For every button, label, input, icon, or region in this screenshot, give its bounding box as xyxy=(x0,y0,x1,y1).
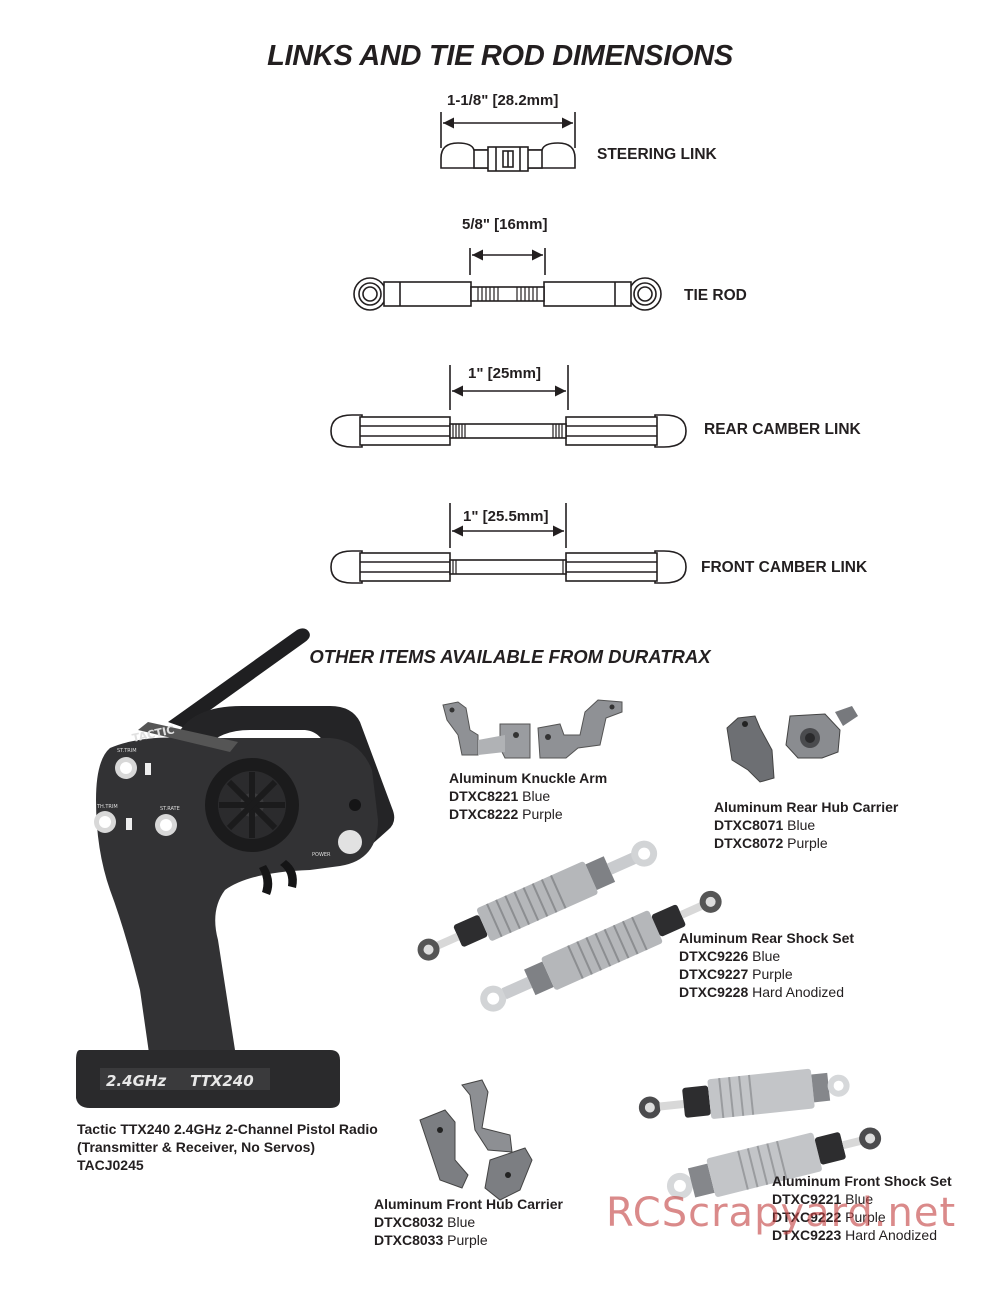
knuckle-arm-image xyxy=(442,699,623,759)
product-variant: DTXC9227 Purple xyxy=(679,966,793,982)
product-variant: DTXC9223 Hard Anodized xyxy=(772,1227,937,1243)
front-camber-link-drawing xyxy=(330,503,687,584)
svg-text:TH.TRIM: TH.TRIM xyxy=(96,804,118,810)
rear-camber-link-dimension: 1" [25mm] xyxy=(468,365,541,382)
page-title: LINKS AND TIE ROD DIMENSIONS xyxy=(267,40,733,72)
svg-text:POWER: POWER xyxy=(312,852,331,858)
front-hub-carrier-image xyxy=(419,1079,533,1201)
product-variant: DTXC8222 Purple xyxy=(449,806,563,822)
rear-shock-set-image xyxy=(417,840,722,1012)
watermark: RCScrapyard.net xyxy=(606,1190,957,1236)
radio-detail: (Transmitter & Receiver, No Servos) xyxy=(77,1139,316,1155)
rear-camber-link-label: REAR CAMBER LINK xyxy=(704,421,861,438)
product-variant: DTXC9228 Hard Anodized xyxy=(679,984,844,1000)
rear-hub-carrier-caption: Aluminum Rear Hub Carrier DTXC8071 Blue … xyxy=(714,798,898,852)
product-name: Aluminum Front Hub Carrier xyxy=(374,1196,564,1212)
section-subtitle: OTHER ITEMS AVAILABLE FROM DURATRAX xyxy=(309,646,711,667)
product-variant: DTXC8033 Purple xyxy=(374,1232,488,1248)
radio-transmitter-image: 2.4GHz TTX240 TACTIC ST.TRIM TH.TRIM ST.… xyxy=(76,628,395,1108)
radio-name: Tactic TTX240 2.4GHz 2-Channel Pistol Ra… xyxy=(77,1121,378,1137)
product-variant: DTXC8072 Purple xyxy=(714,835,828,851)
svg-text:TTX240: TTX240 xyxy=(190,1072,254,1090)
rear-hub-carrier-image xyxy=(726,706,858,783)
radio-caption: Tactic TTX240 2.4GHz 2-Channel Pistol Ra… xyxy=(77,1120,378,1174)
product-name: Aluminum Rear Shock Set xyxy=(679,930,855,946)
tie-rod-label: TIE ROD xyxy=(684,287,747,304)
tie-rod-drawing xyxy=(353,248,662,311)
product-variant: DTXC8071 Blue xyxy=(714,817,816,833)
front-shock-set-caption: Aluminum Front Shock Set DTXC9221 Blue D… xyxy=(772,1172,952,1244)
svg-text:ST.RATE: ST.RATE xyxy=(160,806,180,812)
product-variant: DTXC9221 Blue xyxy=(772,1191,874,1207)
tie-rod-dimension: 5/8" [16mm] xyxy=(462,216,548,233)
product-variant: DTXC9222 Purple xyxy=(772,1209,886,1225)
front-hub-carrier-caption: Aluminum Front Hub Carrier DTXC8032 Blue… xyxy=(374,1195,563,1249)
front-camber-link-label: FRONT CAMBER LINK xyxy=(701,559,868,576)
product-name: Aluminum Knuckle Arm xyxy=(449,770,608,786)
product-variant: DTXC9226 Blue xyxy=(679,948,781,964)
rear-shock-set-caption: Aluminum Rear Shock Set DTXC9226 Blue DT… xyxy=(679,929,854,1001)
front-camber-link-dimension: 1" [25.5mm] xyxy=(463,508,549,525)
product-name: Aluminum Front Shock Set xyxy=(772,1173,952,1189)
radio-sku: TACJ0245 xyxy=(77,1157,144,1173)
front-shock-set-image xyxy=(638,1068,882,1199)
steering-link-dimension: 1-1/8" [28.2mm] xyxy=(447,92,559,109)
knuckle-arm-caption: Aluminum Knuckle Arm DTXC8221 Blue DTXC8… xyxy=(449,769,607,823)
steering-link-drawing xyxy=(440,112,576,172)
rear-camber-link-drawing xyxy=(330,365,687,448)
svg-text:ST.TRIM: ST.TRIM xyxy=(117,748,137,754)
product-variant: DTXC8221 Blue xyxy=(449,788,551,804)
product-name: Aluminum Rear Hub Carrier xyxy=(714,799,899,815)
steering-link-label: STEERING LINK xyxy=(597,146,717,163)
product-variant: DTXC8032 Blue xyxy=(374,1214,476,1230)
svg-text:2.4GHz: 2.4GHz xyxy=(106,1072,166,1090)
